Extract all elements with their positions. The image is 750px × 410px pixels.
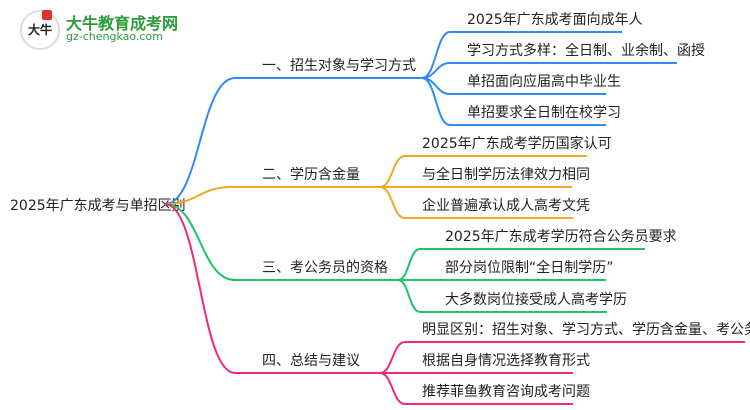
logo-url: gz-chengkao.com — [66, 30, 163, 43]
leaf-node: 根据自身情况选择教育形式 — [422, 353, 590, 369]
leaf-connector — [397, 248, 645, 281]
leaf-node: 2025年广东成考学历符合公务员要求 — [445, 229, 677, 245]
leaf-connector — [379, 372, 573, 405]
branch-connector — [164, 186, 380, 205]
leaf-node: 与全日制学历法律效力相同 — [422, 166, 590, 183]
leaf-node: 学习方式多样：全日制、业余制、函授 — [467, 42, 705, 59]
leaf-connector — [379, 341, 745, 374]
leaf-connector — [397, 279, 607, 313]
branch-connector — [164, 203, 398, 281]
logo-seal — [42, 10, 52, 20]
leaf-node: 单招面向应届高中毕业生 — [467, 73, 621, 90]
leaf-connector — [421, 31, 622, 79]
leaf-node: 单招要求全日制在校学习 — [467, 104, 621, 121]
branch-node: 一、招生对象与学习方式 — [262, 58, 416, 74]
leaf-node: 2025年广东成考面向成年人 — [467, 12, 643, 28]
branch-node: 四、总结与建议 — [262, 353, 360, 369]
branch-node: 二、学历含金量 — [262, 167, 360, 183]
branch-connector — [164, 203, 380, 374]
leaf-node: 明显区别：招生对象、学习方式、学历含金量、考公务员资格 — [422, 322, 750, 338]
leaf-connector — [379, 155, 587, 188]
root-node: 2025年广东成考与单招区别 — [10, 198, 186, 214]
leaf-node: 推荐菲鱼教育咨询成考问题 — [422, 383, 590, 400]
logo-name: 大牛教育成考网 — [66, 14, 179, 33]
leaf-connector — [421, 77, 606, 126]
leaf-node: 部分岗位限制“全日制学历” — [445, 259, 614, 276]
leaf-node: 大多数岗位接受成人高考学历 — [445, 291, 627, 308]
leaf-node: 企业普遍承认成人高考文凭 — [422, 197, 590, 214]
branch-connector — [164, 77, 422, 205]
logo-mark: 大牛 — [20, 10, 60, 50]
branch-node: 三、考公务员的资格 — [262, 260, 388, 276]
leaf-connector — [379, 186, 573, 219]
logo: 大牛 大牛教育成考网 gz-chengkao.com — [20, 8, 178, 50]
leaf-node: 2025年广东成考学历国家认可 — [422, 135, 612, 152]
